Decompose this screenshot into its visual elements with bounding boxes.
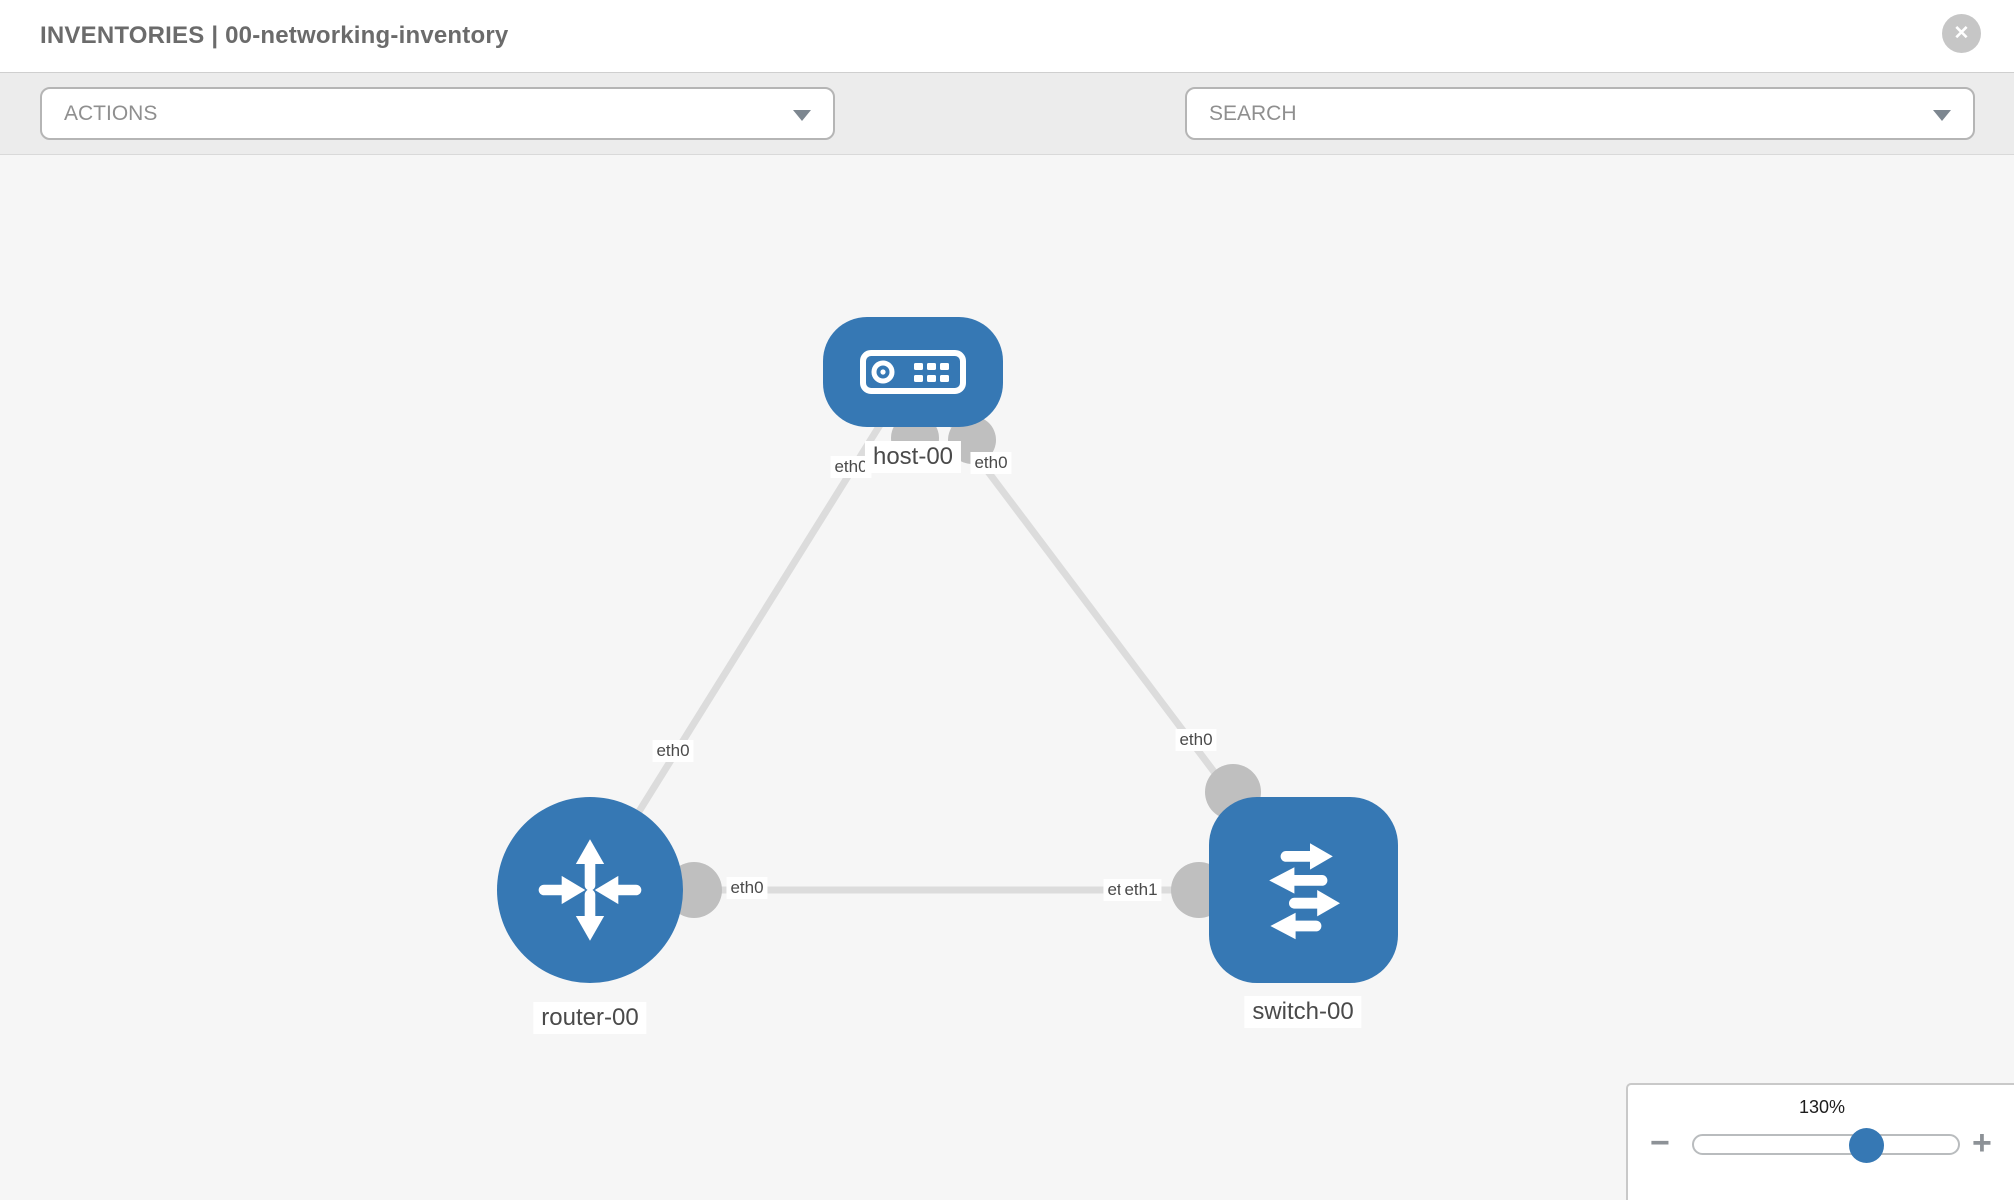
router-icon [538,839,642,941]
zoom-out-button[interactable]: − [1650,1124,1670,1162]
iface-label: eth0 [726,877,768,899]
chevron-down-icon [1933,110,1951,121]
node-host-00[interactable] [823,317,1003,427]
iface-label: eth0 [652,740,694,762]
host-icon [860,350,966,394]
iface-label: eth0 [970,452,1012,474]
zoom-control: 130% − + [1626,1083,2014,1200]
node-label-switch[interactable]: switch-00 [1244,996,1362,1028]
search-dropdown-label: SEARCH [1209,101,1297,125]
toolbar: ACTIONS SEARCH [0,72,2014,207]
page-title: INVENTORIES | 00-networking-inventory [40,22,509,49]
actions-dropdown-label: ACTIONS [64,101,158,125]
node-switch-00[interactable] [1209,797,1398,983]
switch-icon [1268,843,1340,940]
node-label-host[interactable]: host-00 [864,441,962,473]
topology-canvas[interactable]: host-00 router-00 switch-00 eth0 eth0 et… [0,155,2014,1200]
zoom-control-inner: 130% − + [1628,1085,2014,1200]
iface-label: eth1 [1120,879,1162,901]
node-router-00[interactable] [497,797,683,983]
search-dropdown[interactable]: SEARCH [1185,87,1975,140]
chevron-down-icon [793,110,811,121]
zoom-slider-thumb[interactable] [1849,1128,1884,1163]
iface-label: eth0 [830,456,872,478]
close-button[interactable]: ✕ [1942,14,1981,53]
actions-dropdown[interactable]: ACTIONS [40,87,835,140]
iface-label: eth0 [1175,729,1217,751]
close-icon: ✕ [1953,23,1970,44]
zoom-level: 130% [1798,1097,1846,1117]
zoom-slider[interactable] [1692,1128,1960,1163]
zoom-in-button[interactable]: + [1972,1124,1992,1162]
node-label-router[interactable]: router-00 [533,1002,647,1034]
topology-links [587,369,1306,918]
header: INVENTORIES | 00-networking-inventory ✕ [0,0,2014,72]
